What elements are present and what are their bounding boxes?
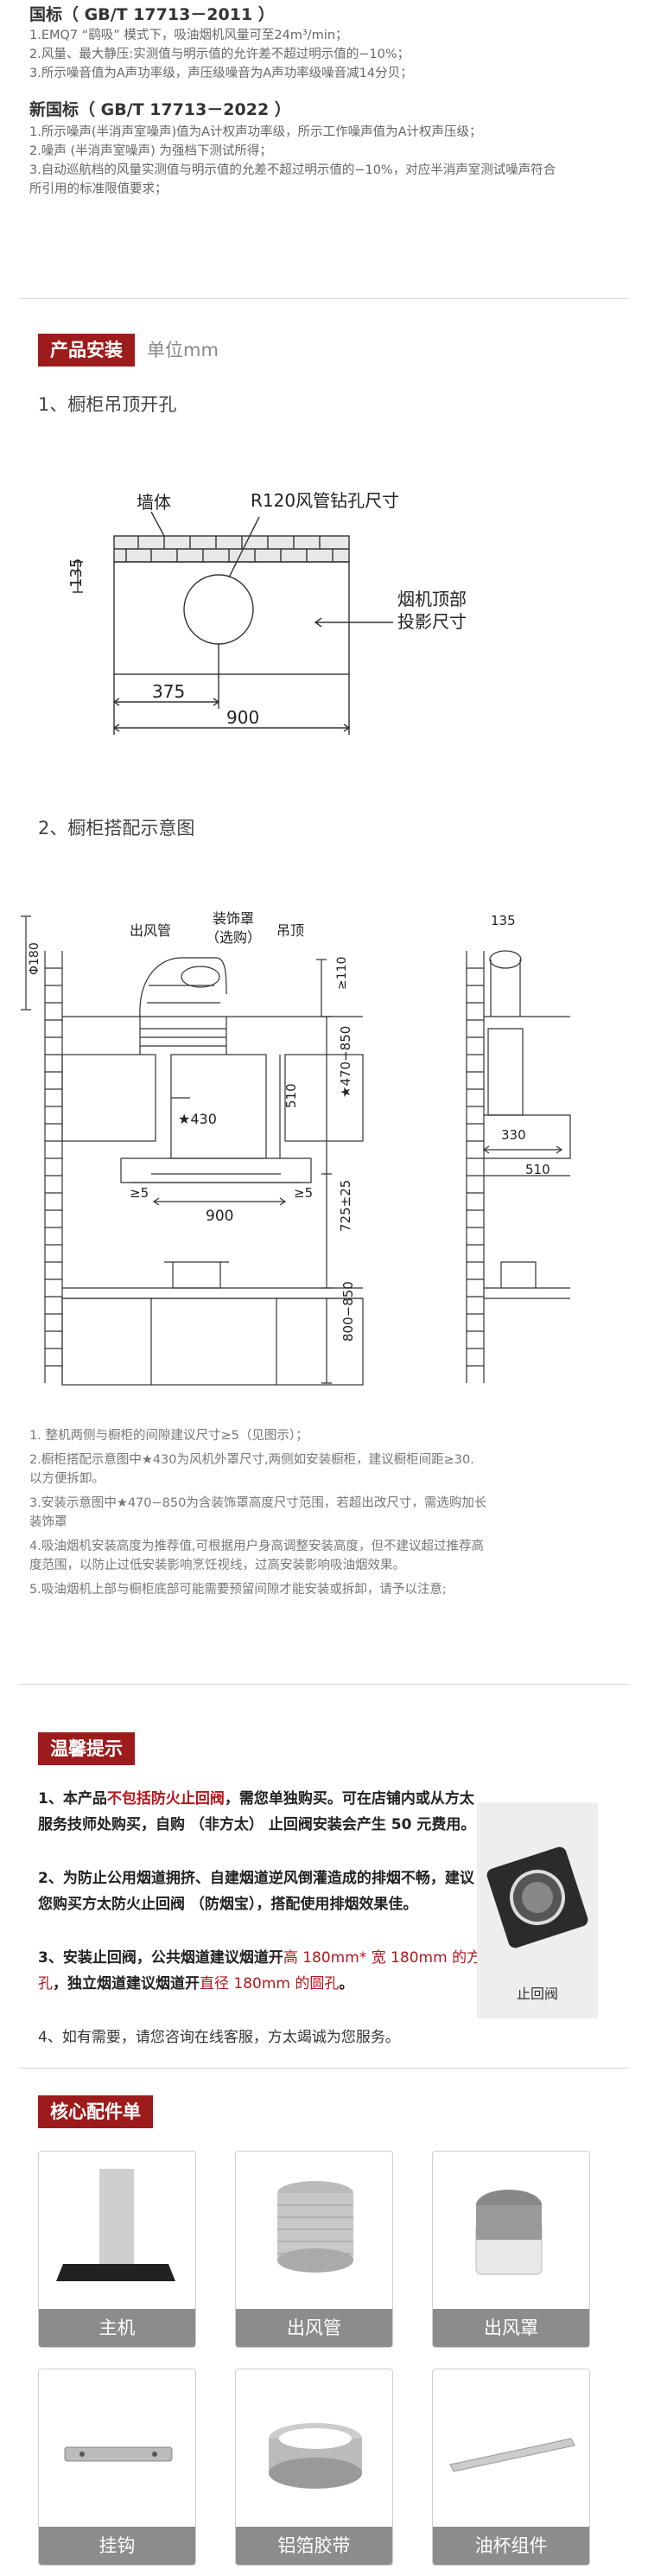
check-valve-icon <box>486 1846 588 1948</box>
valve-label: 止回阀 <box>516 1986 558 2002</box>
part-card: 出风罩 <box>432 2151 590 2348</box>
dim-375: 375 <box>152 681 185 702</box>
step2-heading: 2、橱柜搭配示意图 <box>38 818 195 838</box>
part-label: 主机 <box>39 2309 195 2347</box>
cover-label-2: （选购） <box>206 929 261 946</box>
outlet-cover-icon <box>475 2190 543 2275</box>
oil-cup-icon <box>449 2438 575 2472</box>
dim-510: 510 <box>283 1083 299 1108</box>
note-line: 3.安装示意图中★470−850为含装饰罩高度尺寸范围，若超出改尺寸，需选购加长 <box>29 1496 487 1510</box>
parts-tag: 核心配件单 <box>38 2095 153 2128</box>
note-line: 以方便拆卸。 <box>29 1472 105 1486</box>
divider <box>19 1684 629 1685</box>
part-label: 铝箔胶带 <box>236 2527 392 2565</box>
note-line: 1. 整机两侧与橱柜的间隙建议尺寸≥5（见图示）； <box>29 1429 308 1443</box>
side-135: 135 <box>491 913 516 928</box>
star430-label: ★430 <box>178 1111 217 1127</box>
tip-3: 3、安装止回阀，公共烟道建议烟道开高 180mm* 宽 180mm 的方孔，独立… <box>38 1949 482 1993</box>
range-label: ★470−850 <box>338 1026 353 1098</box>
new-standard-line: 3.自动巡航档的风量实测值与明示值的允差不超过明示值的−10%，对应半消声室测试… <box>29 163 556 177</box>
new-standard-line: 1.所示噪声(半消声室噪声)值为A计权声功率级，所示工作噪声值为A计权声压级； <box>29 125 482 139</box>
ceiling-hole-diagram: 墙体 R120风管钻孔尺寸 烟机顶部 投影尺寸 135 375 900 <box>67 490 467 735</box>
divider <box>19 298 629 299</box>
old-standard-title: 国标（ GB/T 17713－2011 ） <box>29 5 275 24</box>
side-330: 330 <box>501 1127 526 1143</box>
part-card: 出风管 <box>235 2151 393 2348</box>
tip-4: 4、如有需要，请您咨询在线客服，方太竭诚为您服务。 <box>38 2029 400 2046</box>
outlet-label: 出风管 <box>130 922 171 939</box>
new-standard-line: 2.噪声 (半消声室噪声) 为强档下测试所得； <box>29 144 272 158</box>
note-line: 5.吸油烟机上部与橱柜底部可能需要预留间隙才能安装或拆卸，请予以注意; <box>29 1583 447 1597</box>
part-label: 出风管 <box>236 2309 392 2347</box>
dim-800: 800−850 <box>340 1281 356 1342</box>
install-section-tag: 产品安装 <box>38 334 135 367</box>
hook-icon <box>64 2446 173 2462</box>
warm-tips-tag: 温馨提示 <box>38 1732 135 1765</box>
unit-label: 单位mm <box>147 340 219 360</box>
phi180-label: Φ180 <box>28 942 41 975</box>
dim-135: 135 <box>67 558 86 588</box>
gap-left: ≥5 <box>130 1185 149 1201</box>
old-standard-line: 2.风量、最大静压:实测值与明示值的允许差不超过明示值的−10%； <box>29 48 410 61</box>
new-standard-title: 新国标（ GB/T 17713－2022 ） <box>29 100 291 119</box>
ceiling-label: 吊顶 <box>276 922 304 939</box>
duct-hole <box>183 574 254 645</box>
part-card: 挂钩 <box>38 2369 196 2566</box>
foil-tape-icon <box>269 2423 362 2489</box>
cover-label-1: 装饰罩 <box>213 910 254 927</box>
dim-900b: 900 <box>206 1208 233 1225</box>
projection-label-2: 投影尺寸 <box>397 611 467 632</box>
new-standard-line: 所引用的标准限值要求； <box>29 182 168 196</box>
projection-rect <box>113 561 350 675</box>
tip-2: 2、为防止公用烟道拥挤、自建烟道逆风倒灌造成的排烟不畅，建议您购买方太防火止回阀… <box>38 1870 474 1913</box>
step1-heading: 1、橱柜吊顶开孔 <box>38 394 177 415</box>
part-label: 油杯组件 <box>433 2527 589 2565</box>
r120-label: R120风管钻孔尺寸 <box>251 490 399 511</box>
gap-right: ≥5 <box>294 1185 313 1201</box>
note-line: 4.吸油烟机安装高度为推荐值,可根据用户身高调整安装高度，但不建议超过推荐高 <box>29 1540 484 1553</box>
range-hood-icon <box>56 2169 175 2281</box>
wall-label: 墙体 <box>137 492 171 513</box>
part-card: 主机 <box>38 2151 196 2348</box>
note-line: 2.橱柜搭配示意图中★430为风机外罩尺寸,两侧如安装橱柜，建议橱柜间距≥30. <box>29 1453 474 1467</box>
part-card: 铝箔胶带 <box>235 2369 393 2566</box>
dim-725: 725±25 <box>338 1180 353 1232</box>
ge110-label: ≥110 <box>335 957 349 990</box>
note-line: 装饰罩 <box>29 1515 67 1529</box>
note-line: 度范围，以防止过低安装影响烹饪视线，过高安装影响吸油烟效果。 <box>29 1559 405 1572</box>
divider <box>19 2068 629 2069</box>
part-card: 油杯组件 <box>432 2369 590 2566</box>
projection-label-1: 烟机顶部 <box>397 589 467 609</box>
hood-body <box>170 1054 267 1159</box>
side-510: 510 <box>525 1162 550 1177</box>
cabinet-diagram: 出风管 装饰罩 （选购） 吊顶 Φ180 ≥110 ★430 510 ★470−… <box>21 910 571 1386</box>
valve-card: 止回阀 <box>477 1802 598 2018</box>
old-standard-line: 1.EMQ7 “鹞吸” 模式下，吸油烟机风量可至24m³/min； <box>29 29 348 42</box>
dim-900: 900 <box>226 707 259 728</box>
part-label: 出风罩 <box>433 2309 589 2347</box>
tip-1: 1、本产品不包括防火止回阀，需您单独购买。可在店铺内或从方太服务技师处购买，自购… <box>38 1790 476 1833</box>
old-standard-line: 3.所示噪音值为A声功率级，声压级噪音为A声功率级噪音减14分贝； <box>29 67 413 80</box>
part-label: 挂钩 <box>39 2527 195 2565</box>
duct-icon <box>277 2181 353 2273</box>
